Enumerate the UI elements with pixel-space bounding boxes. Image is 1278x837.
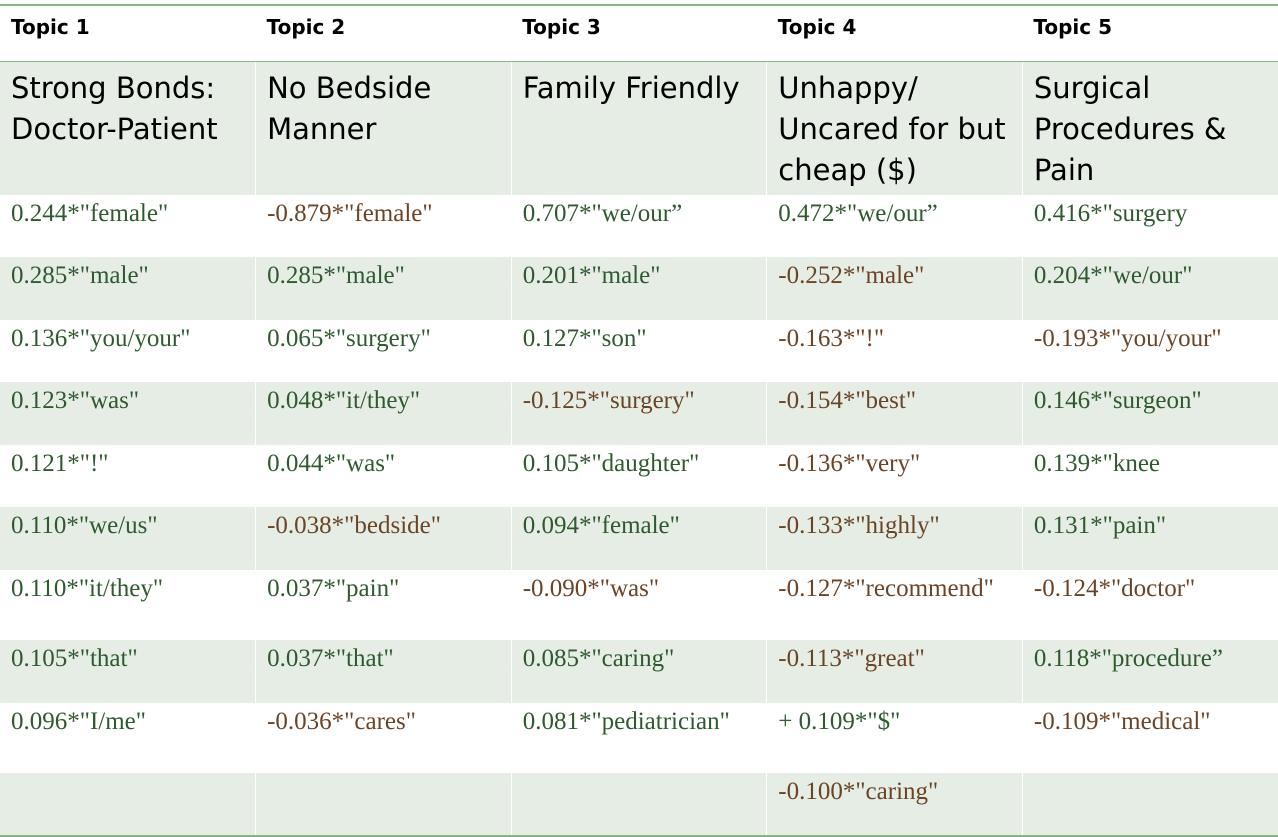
table-row: 0.110*"it/they" 0.037*"pain" -0.090*"was… — [0, 570, 1278, 640]
table-cell: -0.124*"doctor" — [1021, 570, 1278, 640]
table-cell: -0.127*"recommend" — [766, 570, 1023, 640]
topic-header: Topic 5 — [1022, 5, 1278, 61]
table-cell: 0.204*"we/our" — [1021, 257, 1278, 320]
table-cell: -0.113*"great" — [766, 640, 1023, 703]
table-cell: 0.707*"we/our” — [510, 195, 767, 257]
table-cell: 0.131*"pain" — [1021, 507, 1278, 570]
table-cell — [255, 773, 512, 836]
table-cell: 0.037*"pain" — [255, 570, 512, 640]
topic-header: Topic 2 — [255, 5, 512, 61]
table-cell: 0.121*"!" — [0, 445, 256, 507]
table-row: 0.110*"we/us" -0.038*"bedside" 0.094*"fe… — [0, 507, 1278, 570]
table-row: 0.121*"!" 0.044*"was" 0.105*"daughter" -… — [0, 445, 1278, 507]
table-cell: -0.100*"caring" — [766, 773, 1023, 836]
table-row: -0.100*"caring" — [0, 773, 1278, 836]
table-cell: -0.163*"!" — [766, 320, 1023, 382]
table-cell: 0.244*"female" — [0, 195, 256, 257]
topic-header: Topic 1 — [0, 5, 256, 61]
table-cell: -0.879*"female" — [255, 195, 512, 257]
table-cell: 0.127*"son" — [510, 320, 767, 382]
topic-title: Unhappy/ Uncared for but cheap ($) — [766, 60, 1023, 195]
table-cell: 0.416*"surgery — [1021, 195, 1278, 257]
table-cell: 0.065*"surgery" — [255, 320, 512, 382]
table-cell: 0.118*"procedure” — [1021, 640, 1278, 703]
table-cell: -0.133*"highly" — [766, 507, 1023, 570]
table-cell: 0.094*"female" — [510, 507, 767, 570]
table-cell: -0.252*"male" — [766, 257, 1023, 320]
table-cell: 0.110*"it/they" — [0, 570, 256, 640]
table-cell: 0.472*"we/our” — [766, 195, 1023, 257]
topic-header: Topic 3 — [511, 5, 767, 61]
table-cell: 0.048*"it/they" — [255, 382, 512, 445]
table-cell — [0, 773, 256, 836]
topic-title: No Bedside Manner — [255, 60, 512, 195]
table-row: 0.096*"I/me" -0.036*"cares" 0.081*"pedia… — [0, 703, 1278, 773]
table-cell: + 0.109*"$" — [766, 703, 1023, 773]
topic-title: Strong Bonds: Doctor-Patient — [0, 60, 256, 195]
topic-header: Topic 4 — [766, 5, 1023, 61]
table-cell — [510, 773, 767, 836]
table-cell: 0.285*"male" — [0, 257, 256, 320]
table-cell: -0.036*"cares" — [255, 703, 512, 773]
table-row: 0.244*"female" -0.879*"female" 0.707*"we… — [0, 195, 1278, 257]
table-cell: -0.090*"was" — [510, 570, 767, 640]
table-cell: 0.139*"knee — [1021, 445, 1278, 507]
topic-table: Topic 1 Topic 2 Topic 3 Topic 4 Topic 5 … — [0, 4, 1278, 837]
table-row: 0.105*"that" 0.037*"that" 0.085*"caring"… — [0, 640, 1278, 703]
table-cell: 0.105*"daughter" — [510, 445, 767, 507]
table-cell: 0.085*"caring" — [510, 640, 767, 703]
table-cell: 0.201*"male" — [510, 257, 767, 320]
title-row: Strong Bonds: Doctor-Patient No Bedside … — [0, 60, 1278, 195]
table-cell: 0.136*"you/your" — [0, 320, 256, 382]
table-cell — [1021, 773, 1278, 836]
topic-title: Surgical Procedures & Pain — [1021, 60, 1278, 195]
table-cell: -0.109*"medical" — [1021, 703, 1278, 773]
table-cell: -0.125*"surgery" — [510, 382, 767, 445]
table-cell: 0.096*"I/me" — [0, 703, 256, 773]
table-row: 0.285*"male" 0.285*"male" 0.201*"male" -… — [0, 257, 1278, 320]
table-cell: 0.110*"we/us" — [0, 507, 256, 570]
table-row: 0.123*"was" 0.048*"it/they" -0.125*"surg… — [0, 382, 1278, 445]
table-cell: 0.285*"male" — [255, 257, 512, 320]
topic-title: Family Friendly — [510, 60, 767, 195]
table-cell: -0.038*"bedside" — [255, 507, 512, 570]
table-cell: -0.136*"very" — [766, 445, 1023, 507]
header-row: Topic 1 Topic 2 Topic 3 Topic 4 Topic 5 — [0, 5, 1278, 61]
table-cell: 0.081*"pediatrician" — [510, 703, 767, 773]
table-cell: -0.154*"best" — [766, 382, 1023, 445]
table-cell: 0.146*"surgeon" — [1021, 382, 1278, 445]
table-cell: 0.037*"that" — [255, 640, 512, 703]
table-cell: -0.193*"you/your" — [1021, 320, 1278, 382]
table-row: 0.136*"you/your" 0.065*"surgery" 0.127*"… — [0, 320, 1278, 382]
table-cell: 0.044*"was" — [255, 445, 512, 507]
table-cell: 0.123*"was" — [0, 382, 256, 445]
table-cell: 0.105*"that" — [0, 640, 256, 703]
